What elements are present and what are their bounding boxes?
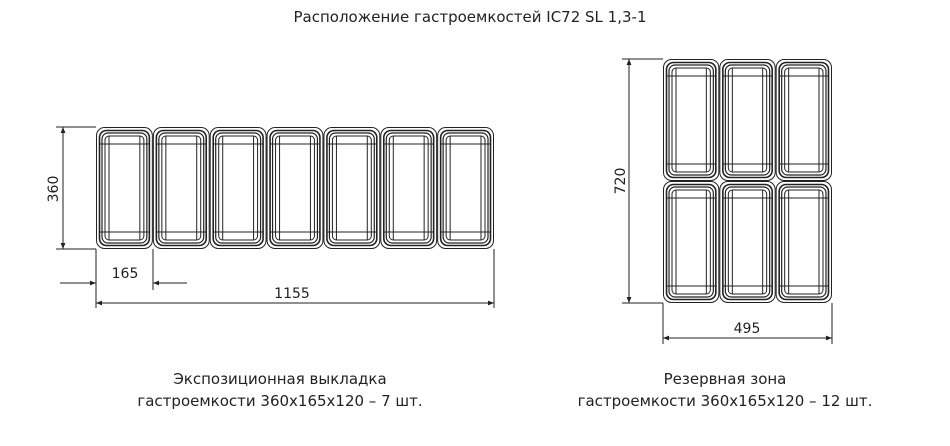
- left-total-width-dimension: [96, 249, 495, 308]
- right-caption-line2: гастроемкости 360x165x120 – 12 шт.: [577, 392, 873, 410]
- right-height-dimension: [622, 58, 663, 304]
- left-height-label: 360: [46, 176, 62, 203]
- left-height-dimension: [56, 126, 96, 250]
- diagram-title: Расположение гастроемкостей IC72 SL 1,3-…: [293, 8, 647, 26]
- gastronorm-pan: [96, 127, 153, 249]
- gastronorm-pan: [663, 181, 720, 303]
- reserve-pans-group: [663, 59, 833, 303]
- gastronorm-pan: [152, 127, 210, 249]
- gastronorm-pan: [719, 181, 776, 303]
- gastronorm-pan: [719, 59, 776, 181]
- pan-width-dimension: [60, 249, 187, 308]
- display-pans-group: [96, 127, 494, 249]
- gastronorm-pan: [323, 127, 381, 249]
- left-caption-line2: гастроемкости 360x165x120 – 7 шт.: [137, 392, 423, 410]
- pan-width-label: 165: [112, 266, 139, 282]
- gastronorm-pan: [209, 127, 267, 249]
- gastronorm-pan: [380, 127, 438, 249]
- gastronorm-pan: [775, 181, 833, 303]
- right-caption-line1: Резервная зона: [663, 370, 787, 388]
- gastronorm-pan: [775, 59, 833, 181]
- right-caption: Резервная зона гастроемкости 360x165x120…: [560, 368, 890, 412]
- gastronorm-pan: [663, 59, 720, 181]
- right-height-label: 720: [613, 168, 629, 195]
- right-width-dimension: [662, 303, 833, 344]
- left-caption-line1: Экспозиционная выкладка: [173, 370, 387, 388]
- left-total-width-label: 1155: [274, 286, 310, 302]
- left-caption: Экспозиционная выкладка гастроемкости 36…: [130, 368, 430, 412]
- gastronorm-pan: [437, 127, 494, 249]
- right-width-label: 495: [734, 321, 761, 337]
- gastronorm-pan: [266, 127, 324, 249]
